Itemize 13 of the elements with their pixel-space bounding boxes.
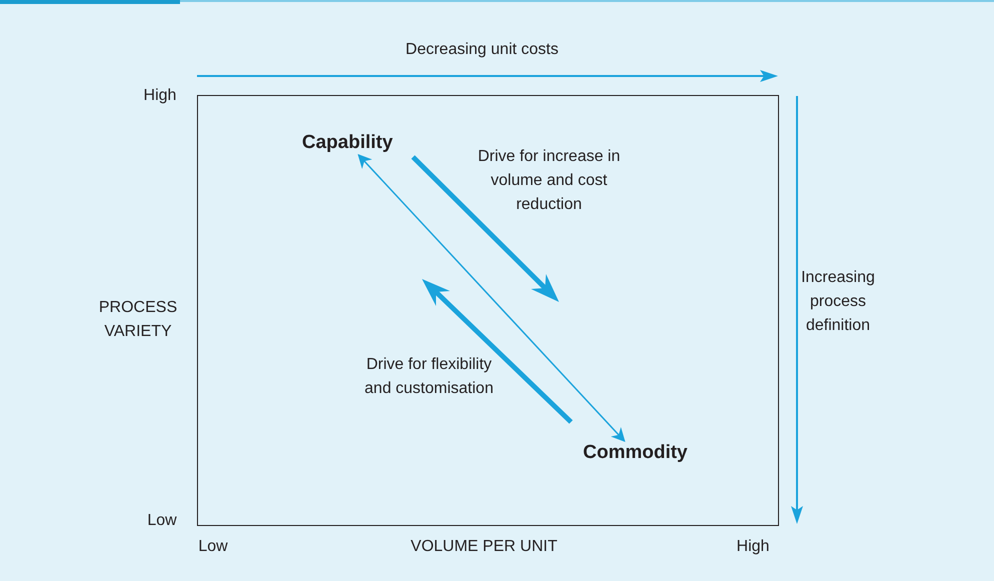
node-label: Capability <box>302 131 393 155</box>
axis-title: PROCESS VARIETY <box>98 298 178 342</box>
axis-tick-label: Low <box>146 511 178 531</box>
node-label: Commodity <box>583 441 688 465</box>
arrow-label: Drive for increase in volume and cost reduction <box>476 147 622 215</box>
axis-label: Increasing process definition <box>800 268 876 336</box>
axis-label: Decreasing unit costs <box>404 40 560 60</box>
axis-tick-label: High <box>142 86 178 106</box>
axis-tick-label: Low <box>197 537 229 557</box>
arrow <box>358 154 626 442</box>
arrow-label: Drive for flexibility and customisation <box>364 355 494 399</box>
axis-title: VOLUME PER UNIT <box>410 537 558 557</box>
axis-tick-label: High <box>736 537 770 557</box>
